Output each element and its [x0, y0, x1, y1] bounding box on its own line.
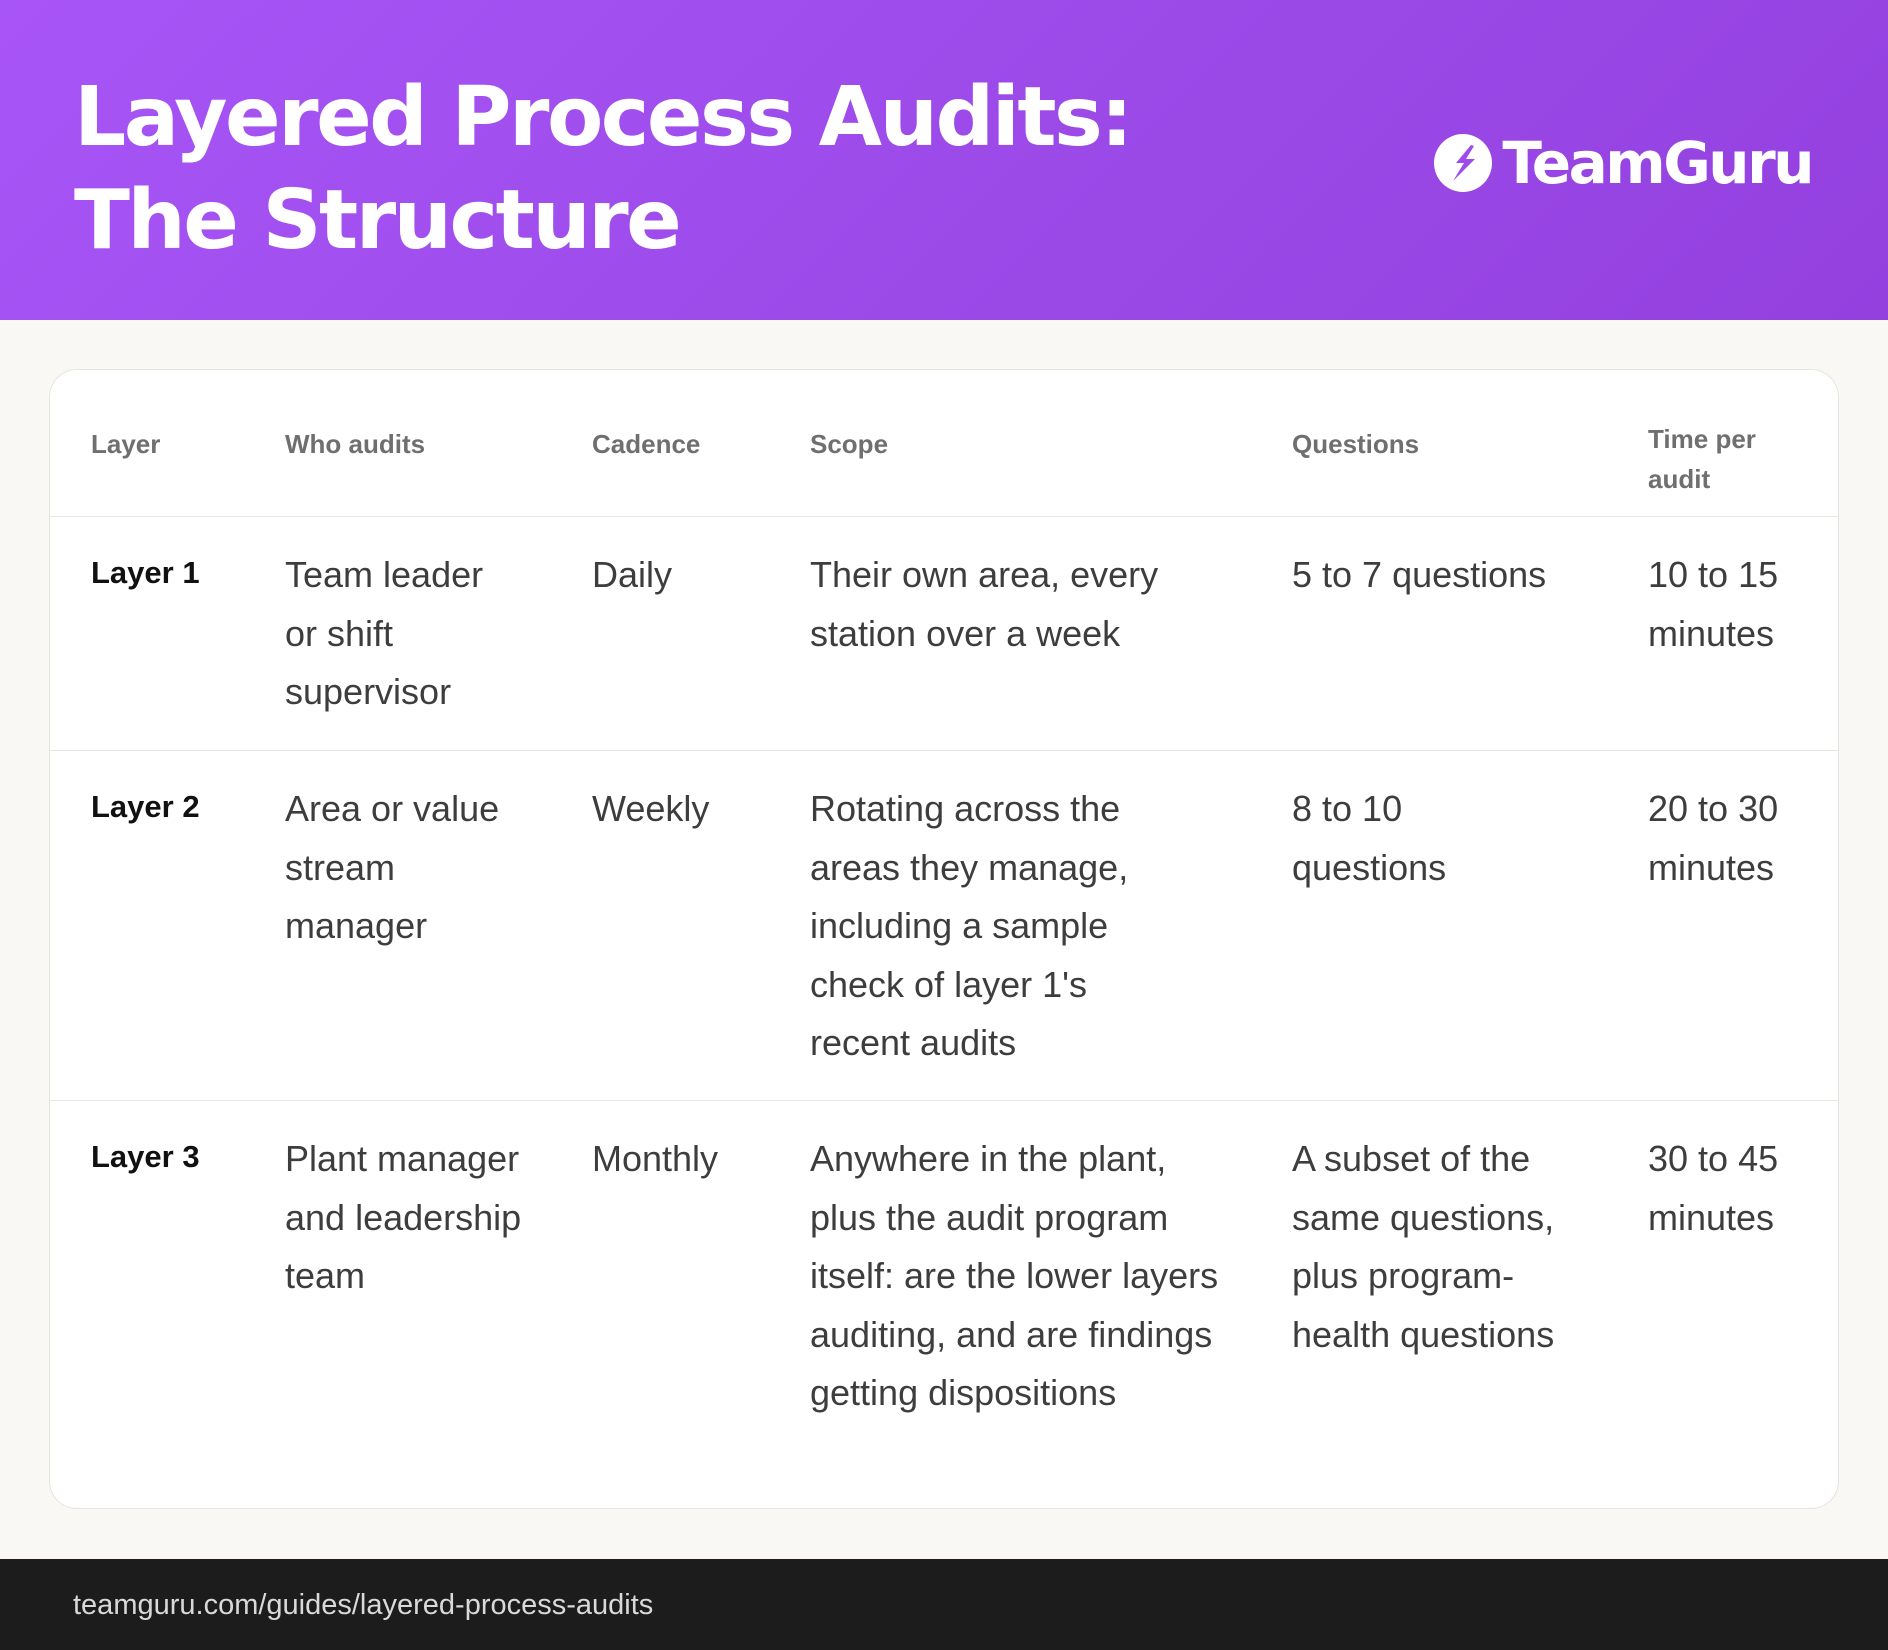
column-header-cadence: Cadence — [592, 429, 701, 459]
scope-cell: Anywhere in the plant, plus the audit pr… — [810, 1138, 1219, 1413]
page-title: Layered Process Audits: The Structure — [74, 70, 1133, 268]
who-audits-cell: Area or value stream manager — [285, 788, 500, 946]
table-row: Layer 2 Area or value stream manager Wee… — [50, 751, 1838, 1101]
cadence-cell: Weekly — [592, 788, 710, 829]
scope-cell: Their own area, every station over a wee… — [810, 554, 1159, 654]
audit-structure-table: Layer Who audits Cadence Scope Questions… — [49, 369, 1839, 1509]
layer-name: Layer 3 — [91, 1139, 200, 1174]
cadence-cell: Monthly — [592, 1138, 719, 1179]
questions-cell: A subset of the same questions, plus pro… — [1292, 1138, 1555, 1355]
brand-logo: TeamGuru — [1434, 129, 1814, 197]
layer-name: Layer 1 — [91, 555, 200, 590]
teamguru-logo-icon — [1434, 134, 1493, 192]
questions-cell: 5 to 7 questions — [1292, 554, 1547, 595]
column-header-scope: Scope — [810, 429, 889, 459]
column-header-layer: Layer — [91, 429, 161, 459]
page-header: Layered Process Audits: The Structure Te… — [0, 0, 1888, 320]
time-per-audit-cell: 20 to 30 minutes — [1648, 788, 1779, 888]
brand-name: TeamGuru — [1502, 129, 1814, 197]
column-header-who-audits: Who audits — [285, 429, 426, 459]
questions-cell: 8 to 10 questions — [1292, 788, 1447, 888]
table-row: Layer 1 Team leader or shift supervisor … — [50, 517, 1838, 751]
time-per-audit-cell: 30 to 45 minutes — [1648, 1138, 1779, 1238]
layer-name: Layer 2 — [91, 789, 200, 824]
scope-cell: Rotating across the areas they manage, i… — [810, 788, 1129, 1063]
time-per-audit-cell: 10 to 15 minutes — [1648, 554, 1779, 654]
table-row: Layer 3 Plant manager and leadership tea… — [50, 1101, 1838, 1508]
who-audits-cell: Plant manager and leadership team — [285, 1138, 522, 1296]
column-header-time-per-audit: Time per audit — [1648, 424, 1756, 494]
source-url: teamguru.com/guides/layered-process-audi… — [73, 1589, 654, 1621]
page-footer: teamguru.com/guides/layered-process-audi… — [0, 1559, 1888, 1650]
who-audits-cell: Team leader or shift supervisor — [285, 554, 484, 712]
cadence-cell: Daily — [592, 554, 673, 595]
table-header-row: Layer Who audits Cadence Scope Questions… — [50, 370, 1838, 517]
column-header-questions: Questions — [1292, 429, 1420, 459]
